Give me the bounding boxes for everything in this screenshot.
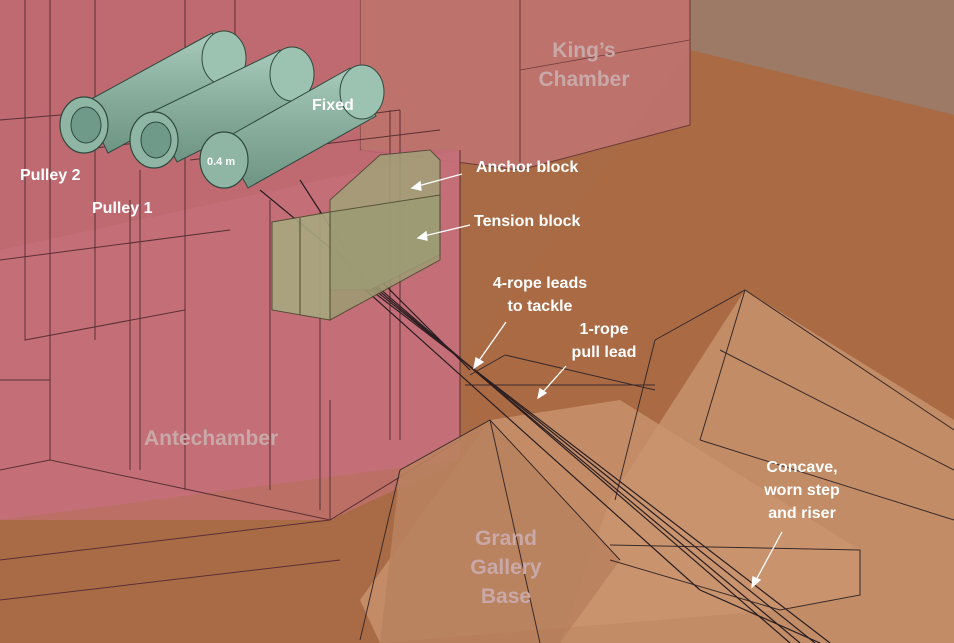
rope-leads [259,179,831,643]
four-rope-leads-line-1: 4-rope leads [492,275,588,292]
antechamber-label: Antechamber [144,427,279,450]
tension-block-label: Tension block [474,213,581,230]
callout-arrows [410,173,783,589]
concave-step-line-2: worn step [764,482,840,499]
kings-chamber-label: King’s Chamber [520,36,648,94]
kings-chamber-line-1: King’s [552,39,616,62]
four-rope-leads-line-2: to tackle [507,298,573,315]
concave-step-line-3: and riser [768,505,836,522]
one-rope-lead-label: 1-rope pull lead [564,318,644,364]
concave-step-line-1: Concave, [766,459,838,476]
diameter-label: 0.4 m [207,156,236,168]
pulley-2-label: Pulley 2 [20,167,81,184]
fixed-label: Fixed [312,97,354,114]
kings-chamber-box [359,0,691,171]
grand-gallery-line-1: Grand [475,527,537,550]
four-rope-leads-label: 4-rope leads to tackle [484,272,596,318]
one-rope-lead-line-2: pull lead [571,344,637,361]
fixed-cylinder [199,64,385,189]
grand-gallery-line-3: Base [480,585,532,608]
grand-gallery-line-2: Gallery [470,556,542,579]
anchor-block-label: Anchor block [476,159,579,176]
anchor-and-tension-blocks [271,149,441,321]
grand-gallery-structure [359,289,954,643]
pulley-cylinders [59,30,385,189]
pulley-1-label: Pulley 1 [92,200,153,217]
kings-chamber-line-2: Chamber [538,68,630,91]
grand-gallery-base-label: Grand Gallery Base [456,524,556,611]
concave-step-label: Concave, worn step and riser [756,456,848,525]
one-rope-lead-line-1: 1-rope [579,321,629,338]
